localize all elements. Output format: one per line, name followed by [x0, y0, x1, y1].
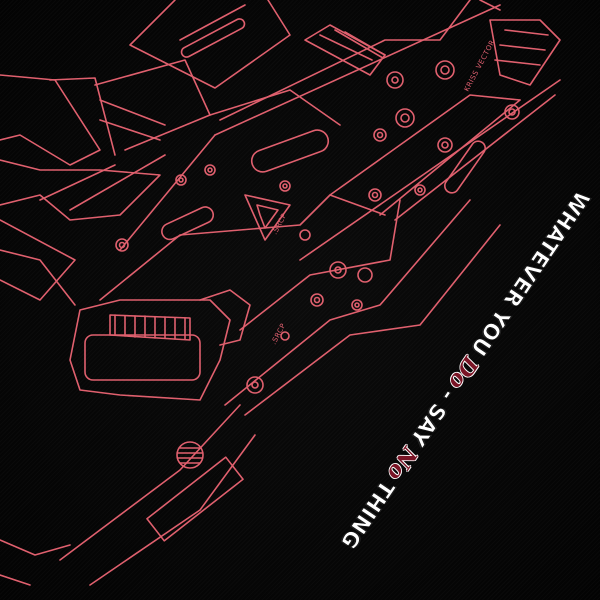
- triangle-logo: [244, 194, 291, 241]
- grip: [69, 289, 251, 401]
- receiver: [0, 0, 561, 586]
- screws: [115, 60, 520, 469]
- marking-label-2: .SRCP: [270, 322, 288, 346]
- model-label: KRISS VECTOR: [463, 39, 497, 93]
- barrel: [304, 0, 561, 86]
- slots: [161, 129, 486, 241]
- stock-shapes: [0, 0, 341, 301]
